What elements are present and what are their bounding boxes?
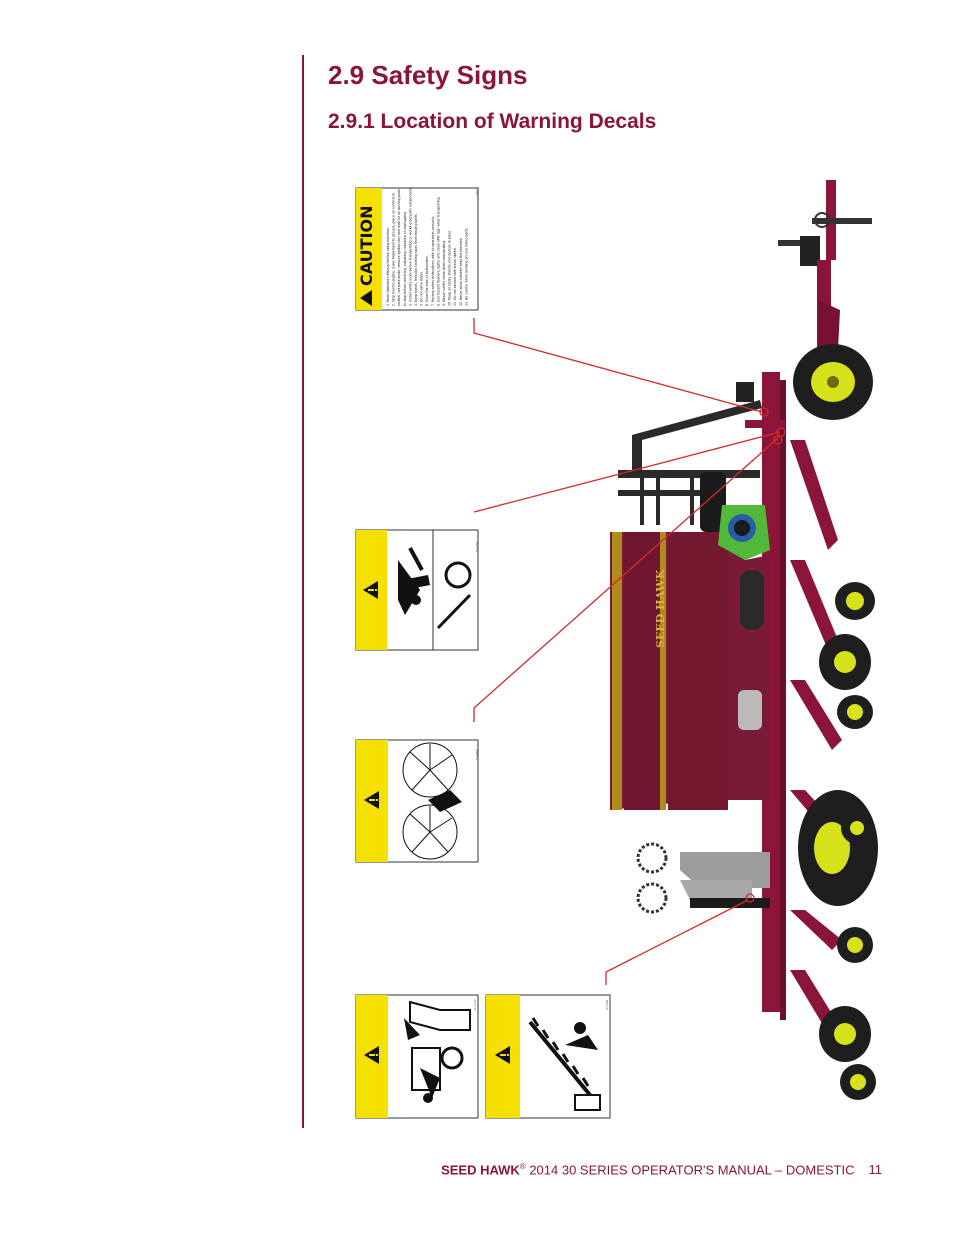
caution-header: CAUTION bbox=[357, 206, 376, 286]
caution-code: CAU-1 bbox=[475, 187, 479, 196]
margin-rule bbox=[302, 55, 304, 1128]
caution-text-line: 9. Attach safety chain when transporting… bbox=[442, 240, 446, 306]
caution-text-line: 7. Review safety instructions with all o… bbox=[431, 216, 435, 306]
subsection-title: 2.9.1 Location of Warning Decals bbox=[328, 110, 657, 133]
caution-text-list: 1. Read Operator's Manual before using m… bbox=[386, 187, 468, 306]
caution-text-line: 12. Never allow children near the machin… bbox=[459, 237, 463, 306]
caution-text-line: 8. Use hazard flashers, lights and clean… bbox=[436, 196, 440, 306]
page-footer: SEED HAWK® 2014 30 SERIES OPERATOR'S MAN… bbox=[441, 1162, 882, 1177]
section-title: 2.9 Safety Signs bbox=[328, 60, 528, 90]
crush-code: S-1172 bbox=[473, 999, 477, 1010]
rotating-part-icon bbox=[436, 561, 472, 630]
cutting-code: S-1501 bbox=[605, 999, 609, 1010]
footer-brand: SEED HAWK bbox=[441, 1162, 520, 1178]
caution-text-line: 10. Keep all safety shields and devices … bbox=[448, 230, 452, 306]
serrated-blade-icon bbox=[528, 1017, 601, 1111]
caution-text-line: 1. Read Operator's Manual before using m… bbox=[386, 227, 390, 306]
seeder-machine: SEED HAWK bbox=[610, 180, 878, 1100]
caution-text-line: 2. Stop tractor engine, lower implement … bbox=[392, 193, 396, 306]
caution-text-line: 11. Do not exceed safe travel speed. bbox=[453, 247, 457, 306]
caution-text-line: to stop before servicing, adjusting, rep… bbox=[403, 211, 407, 306]
caution-text-line: 13. Be careful when working around raise… bbox=[464, 227, 468, 306]
warning-triangle-icon bbox=[364, 791, 379, 809]
pinch-point-decal: S-1763 bbox=[355, 529, 479, 651]
tractor-crush-icon bbox=[404, 1000, 471, 1103]
warning-triangle-icon bbox=[364, 1046, 379, 1064]
caution-text-line: neutral, set park brake, remove ignition… bbox=[397, 189, 401, 306]
caution-text-line: 5. Do not allow riders. bbox=[420, 271, 424, 306]
caution-text-line: 3. Install safety locks before transport… bbox=[408, 187, 412, 306]
leader-lines bbox=[473, 318, 786, 985]
fan-blade-decal: S-1468 bbox=[355, 739, 479, 863]
caution-text-line: 4. Keep hands, feet and clothing away fr… bbox=[414, 213, 418, 306]
caution-decal: CAUTION 1. Read Operator's Manual before… bbox=[355, 187, 479, 311]
tank-brand-text: SEED HAWK bbox=[654, 569, 667, 648]
caution-text-line: 6. Clear the area of bystanders. bbox=[425, 255, 429, 306]
footer-registered-mark: ® bbox=[519, 1162, 526, 1171]
page-number: 11 bbox=[868, 1162, 883, 1178]
cutting-hazard-decal: S-1501 bbox=[485, 994, 611, 1119]
warning-triangle-icon bbox=[363, 581, 378, 599]
fan-icon bbox=[402, 742, 462, 860]
fan-code: S-1468 bbox=[475, 749, 479, 760]
warning-triangle-icon bbox=[495, 1046, 510, 1064]
footer-manual-title: 2014 30 SERIES OPERATOR'S MANUAL – DOMES… bbox=[525, 1162, 855, 1178]
hand-pinch-icon bbox=[398, 547, 430, 615]
crush-hazard-decal: S-1172 bbox=[355, 994, 479, 1119]
pinch-code: S-1763 bbox=[475, 541, 479, 552]
